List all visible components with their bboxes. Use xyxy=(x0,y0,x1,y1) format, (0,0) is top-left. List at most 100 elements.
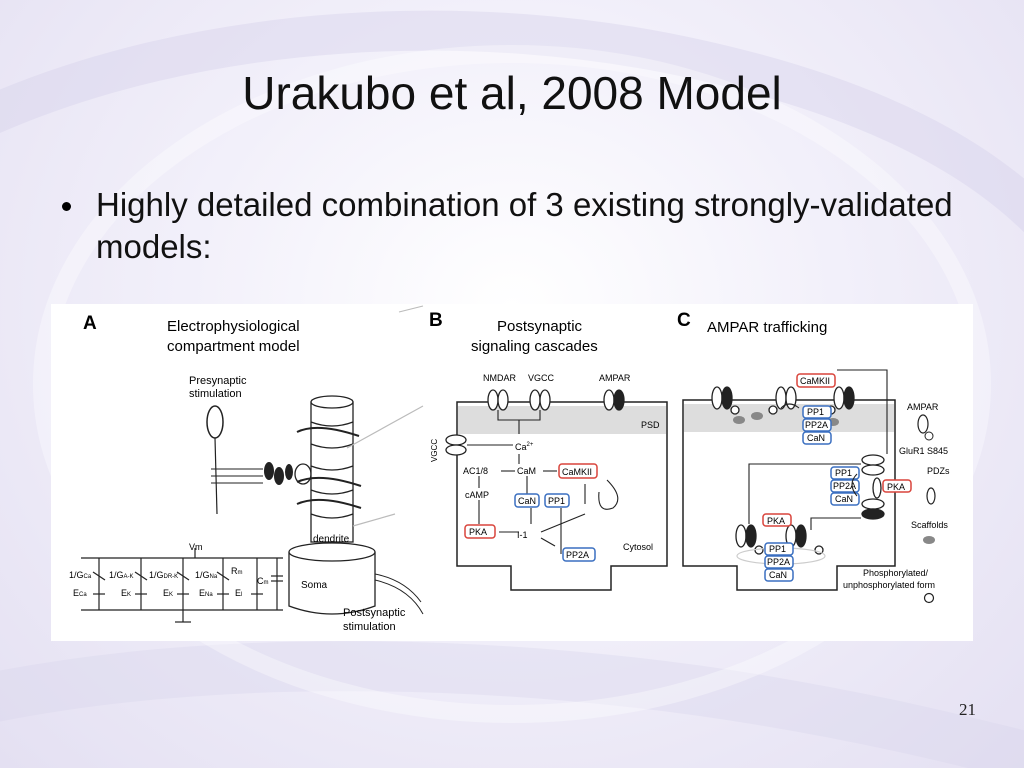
legend-c: AMPAR GluR1 S845 PDZs Scaffolds Phosphor… xyxy=(843,402,950,604)
circuit-label-ek2: EK xyxy=(163,588,173,598)
panel-a-title-line2: compartment model xyxy=(167,338,300,355)
ac18-label: AC1/8 xyxy=(463,466,488,476)
pka-label-b: PKA xyxy=(469,527,487,537)
pp2a-label-c3: PP2A xyxy=(767,557,790,567)
can-label-c3: CaN xyxy=(769,570,787,580)
postsynaptic-label-line2: stimulation xyxy=(343,621,396,633)
nmdar-label: NMDAR xyxy=(483,373,516,383)
vgcc-top-label: VGCC xyxy=(528,373,555,383)
electrode-loop-icon xyxy=(206,405,224,439)
circuit-label-gca: 1/GCa xyxy=(69,570,92,580)
presynaptic-label-line1: Presynaptic xyxy=(189,375,247,387)
legend-pdz-icon xyxy=(926,487,936,505)
bullet-text: Highly detailed combination of 3 existin… xyxy=(96,186,953,265)
pka-label-c1: PKA xyxy=(887,482,905,492)
cytosol-label: Cytosol xyxy=(623,542,653,552)
legend-scaffold-icon xyxy=(923,536,935,544)
psd-label: PSD xyxy=(641,420,660,430)
pp1-box-c2 xyxy=(830,466,860,480)
camkii-box-c xyxy=(796,373,836,388)
circuit-label-eca: ECa xyxy=(73,588,87,598)
panel-b: B Postsynaptic signaling cascades PSD NM… xyxy=(429,310,668,591)
panel-a-letter: A xyxy=(83,313,97,334)
can-label-b: CaN xyxy=(518,496,536,506)
pka-box-c2 xyxy=(762,513,792,527)
camkii-label-b: CaMKII xyxy=(562,467,592,477)
pp2a-box-c3 xyxy=(764,555,794,569)
pp1-label-c1: PP1 xyxy=(807,407,824,417)
legend-phos-line2: unphosphorylated form xyxy=(843,580,935,590)
panel-a-title-line1: Electrophysiological xyxy=(167,318,300,335)
camp-label: cAMP xyxy=(465,490,489,500)
pp2a-box-b xyxy=(562,547,596,562)
cam-label: CaM xyxy=(517,466,536,476)
dendrite-label: dendrite xyxy=(313,534,350,545)
panel-b-title-line2: signaling cascades xyxy=(471,338,598,355)
bullet-dot-icon xyxy=(62,202,71,211)
ca-label: Ca2+ xyxy=(515,442,534,452)
vgcc-side-label: VGCC xyxy=(430,439,439,462)
circuit-label-el: El xyxy=(235,588,242,598)
can-box-c3 xyxy=(764,568,794,582)
pp1-label-c3: PP1 xyxy=(769,544,786,554)
pp1-label-b: PP1 xyxy=(548,496,565,506)
page-number: 21 xyxy=(959,700,976,719)
legend-ampar-icon xyxy=(917,414,929,434)
postsynaptic-label-line1: Postsynaptic xyxy=(343,607,406,619)
i1-label: I-1 xyxy=(517,530,528,540)
scaffold-icon xyxy=(733,416,745,424)
soma-cylinder xyxy=(288,542,376,615)
pp2a-label-c2: PP2A xyxy=(833,481,856,491)
pp1-box-c1 xyxy=(802,405,832,419)
circuit-label-rm: Rm xyxy=(231,566,243,576)
can-label-c2: CaN xyxy=(835,494,853,504)
circuit-label-ek1: EK xyxy=(121,588,131,598)
can-box-c2 xyxy=(830,492,860,506)
soma-label: Soma xyxy=(301,580,328,591)
camkii-box-b xyxy=(558,463,598,479)
legend-pdzs-label: PDZs xyxy=(927,466,950,476)
camkii-label-c: CaMKII xyxy=(800,376,830,386)
pp2a-label-c1: PP2A xyxy=(805,420,828,430)
panel-c: C AMPAR trafficking CaMKII PP1 xyxy=(677,310,950,604)
panel-c-letter: C xyxy=(677,310,691,331)
can-label-c1: CaN xyxy=(807,433,825,443)
can-box-c1 xyxy=(802,431,832,445)
pka-label-c2: PKA xyxy=(767,516,785,526)
cell-outline-c xyxy=(682,399,896,591)
circuit-label-cm: Cm xyxy=(257,576,269,586)
circuit-label-ena: ENa xyxy=(199,588,213,598)
ampar-label: AMPAR xyxy=(599,373,631,383)
legend-glur-label: GluR1 S845 xyxy=(899,446,948,456)
can-box-b xyxy=(514,493,540,508)
legend-scaffolds-label: Scaffolds xyxy=(911,520,948,530)
pp1-label-c2: PP1 xyxy=(835,468,852,478)
panel-b-title-line1: Postsynaptic xyxy=(497,318,583,335)
panel-c-title: AMPAR trafficking xyxy=(707,319,827,336)
pka-box-c1 xyxy=(882,479,912,493)
nmdar-channel-icon xyxy=(487,389,499,411)
bouton-icon xyxy=(264,462,274,480)
presynaptic-label-line2: stimulation xyxy=(189,388,242,400)
pp2a-label-b: PP2A xyxy=(566,550,589,560)
slide-title: Urakubo et al, 2008 Model xyxy=(242,67,782,119)
model-diagram: A Electrophysiological compartment model… xyxy=(69,305,950,633)
pka-box-b xyxy=(464,524,496,539)
model-figure: A Electrophysiological compartment model… xyxy=(51,304,973,641)
vgcc-channel-icon xyxy=(529,389,541,411)
panel-b-letter: B xyxy=(429,310,443,331)
pp1-box-c3 xyxy=(764,542,794,556)
dendrite-cylinder xyxy=(296,395,362,543)
ampar-receptor-icon xyxy=(711,386,723,410)
circuit-label-gdrk: 1/GDR-K xyxy=(149,570,178,580)
circuit-label-gna: 1/GNa xyxy=(195,570,218,580)
vgcc-side-channel-icon xyxy=(445,434,467,446)
pp2a-box-c1 xyxy=(802,418,832,432)
psd-region xyxy=(458,406,666,434)
circuit-label-gak: 1/GA-K xyxy=(109,570,134,580)
legend-phos-line1: Phosphorylated/ xyxy=(863,568,929,578)
legend-phospho-icon xyxy=(923,592,935,604)
vm-label: Vm xyxy=(189,542,203,552)
ampar-channel-icon xyxy=(603,389,615,411)
pp1-box-b xyxy=(544,493,570,508)
